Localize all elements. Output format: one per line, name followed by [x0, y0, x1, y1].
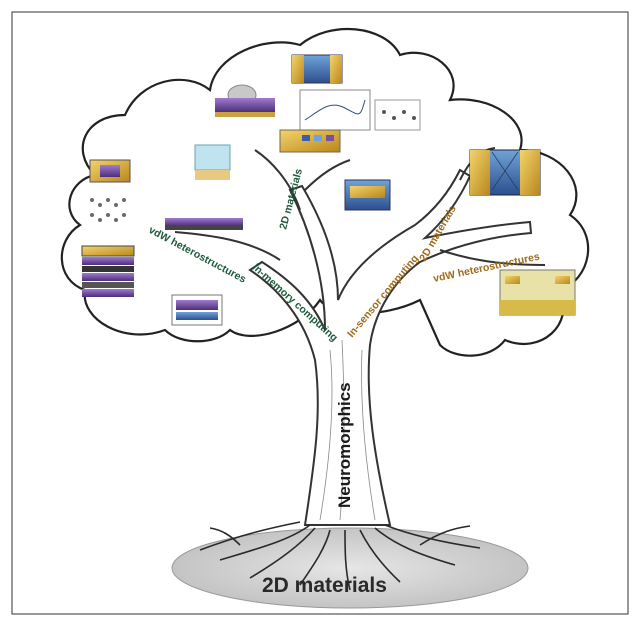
side-branches	[174, 147, 546, 266]
figure-border	[11, 11, 629, 615]
label-neuromorphics: Neuromorphics	[335, 382, 354, 508]
device-schematic	[81, 54, 576, 326]
tree-trunk	[248, 168, 533, 526]
label-2d-materials-root: 2D materials	[262, 574, 387, 597]
roots	[199, 521, 481, 591]
trunk-shading	[319, 339, 376, 521]
